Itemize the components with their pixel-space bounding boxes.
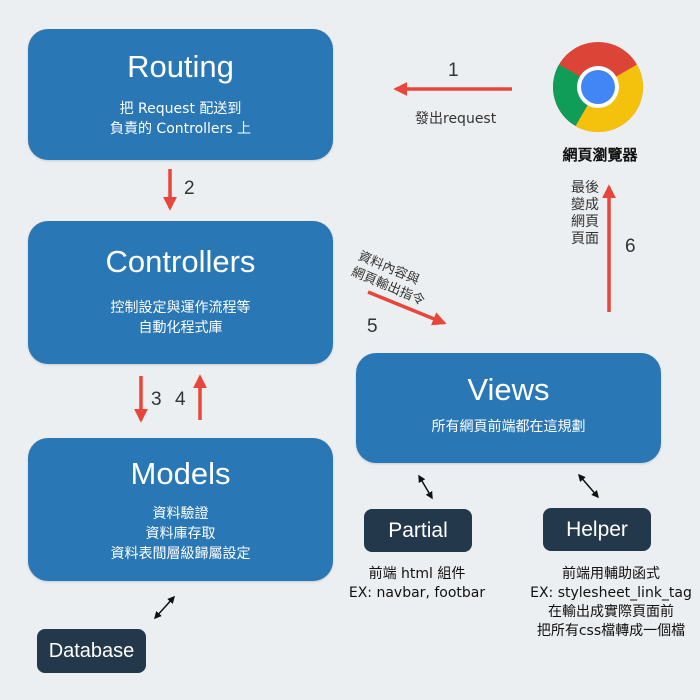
controllers-title: Controllers [105, 244, 256, 279]
models-desc: 資料驗證 資料庫存取 資料表間層級歸屬設定 [110, 506, 251, 562]
step-6-number: 6 [625, 236, 636, 257]
step-4-number: 4 [175, 389, 186, 410]
database-box: Database [37, 629, 146, 673]
step-6-label: 最後變成網頁頁面 [571, 180, 599, 247]
chrome-icon [552, 42, 644, 133]
controllers-desc: 控制設定與運作流程等 自動化程式庫 [110, 300, 251, 336]
routing-desc: 把 Request 配送到 負責的 Controllers 上 [109, 101, 252, 137]
models-title: Models [130, 456, 231, 491]
browser-label: 網頁瀏覽器 [562, 146, 638, 164]
step-5-number: 5 [367, 316, 378, 337]
step-2-number: 2 [184, 178, 195, 199]
link-views-helper [578, 473, 599, 499]
views-title: Views [467, 372, 550, 407]
arrow-step-5 [367, 290, 447, 326]
routing-title: Routing [127, 49, 234, 84]
controllers-box: Controllers 控制設定與運作流程等 自動化程式庫 [28, 221, 333, 364]
link-views-partial [418, 474, 433, 500]
step-1-number: 1 [448, 60, 459, 81]
partial-box: Partial [364, 509, 472, 552]
models-box: Models 資料驗證 資料庫存取 資料表間層級歸屬設定 [28, 438, 333, 581]
views-box: Views 所有網頁前端都在這規劃 [356, 353, 661, 463]
step-1-label: 發出request [415, 111, 497, 127]
helper-box: Helper [543, 508, 651, 551]
views-desc: 所有網頁前端都在這規劃 [431, 419, 586, 435]
link-models-database [153, 595, 176, 620]
step-3-number: 3 [151, 389, 162, 410]
routing-box: Routing 把 Request 配送到 負責的 Controllers 上 [28, 29, 333, 160]
partial-caption: 前端 html 組件 EX: navbar, footbar [348, 566, 486, 601]
helper-caption: 前端用輔助函式 EX: stylesheet_link_tag 在輸出成實際頁面… [530, 566, 692, 639]
